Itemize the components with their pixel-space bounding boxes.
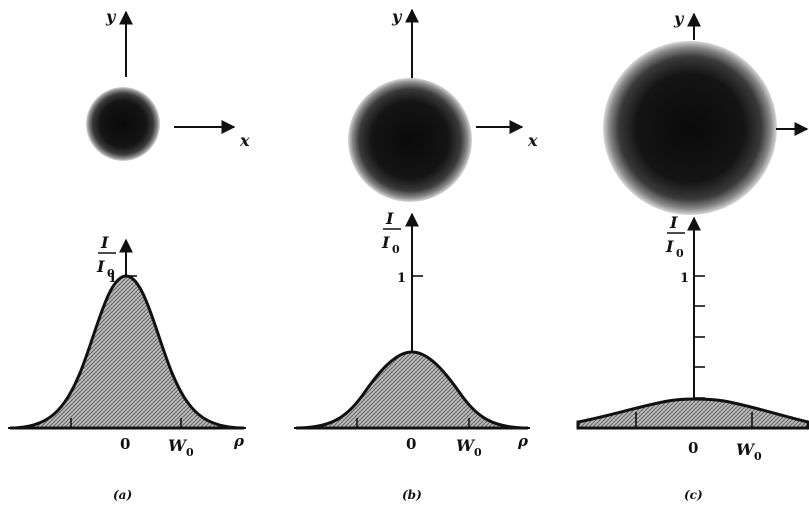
profile-y-label-denom-sub: 0 (107, 267, 115, 280)
rho-label: ρ (233, 432, 245, 450)
beam-y-label: y (391, 7, 403, 26)
intensity-curve (576, 397, 809, 430)
intensity-curve (9, 274, 245, 430)
intensity-curve (295, 350, 529, 430)
panel-a: y x I I 0 1 0 W 0 ρ (a) (8, 7, 250, 502)
origin-label: 0 (688, 439, 698, 457)
profile-y-label-numer: I (669, 213, 678, 232)
panel-caption: (a) (113, 488, 132, 502)
w0-label: W (456, 436, 476, 455)
tick-one-label: 1 (108, 271, 117, 286)
profile-y-label-denom: I (381, 233, 390, 252)
panel-b: y x I I 0 1 0 W 0 ρ (b) (294, 7, 538, 502)
origin-label: 0 (406, 435, 416, 453)
beam-y-label: y (673, 9, 685, 28)
profile-y-label-denom-sub: 0 (392, 243, 400, 256)
w0-label: W (736, 440, 756, 459)
beam-spot (86, 87, 160, 161)
profile-y-label-denom: I (96, 257, 105, 276)
panel-caption: (b) (402, 488, 422, 502)
profile-y-label-denom-sub: 0 (676, 247, 684, 260)
beam-spot (348, 78, 472, 202)
tick-one-label: 1 (397, 271, 406, 286)
beam-y-label: y (105, 7, 117, 26)
beam-x-label: x (239, 131, 250, 150)
panel-caption: (c) (684, 488, 703, 502)
tick-one-label: 1 (680, 271, 689, 286)
beam-x-label: x (527, 131, 538, 150)
panel-c: y I I 0 1 0 W 0 (c) (576, 9, 809, 502)
w0-label-sub: 0 (474, 446, 482, 459)
profile-y-label-numer: I (385, 209, 394, 228)
rho-label: ρ (517, 432, 529, 450)
profile-y-label-numer: I (100, 233, 109, 252)
beam-spot (603, 41, 777, 215)
w0-label: W (168, 436, 188, 455)
profile-y-label-denom: I (665, 237, 674, 256)
w0-label-sub: 0 (754, 450, 762, 463)
w0-label-sub: 0 (186, 446, 194, 459)
origin-label: 0 (120, 435, 130, 453)
